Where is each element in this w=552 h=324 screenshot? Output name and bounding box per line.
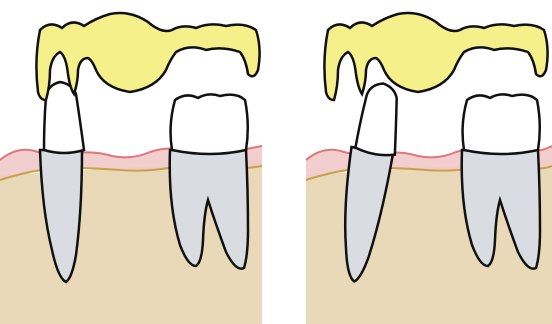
tooth-stump — [44, 82, 84, 153]
panel-gap — [262, 0, 306, 324]
dental-bridge-icon — [36, 13, 259, 100]
molar-stump — [463, 94, 540, 154]
bridge-frame — [324, 13, 547, 100]
bridge-frame — [36, 13, 259, 100]
panel-right — [306, 13, 552, 324]
panel-left — [0, 13, 262, 324]
dental-bridge-icon — [324, 13, 547, 100]
molar-stump — [171, 94, 248, 154]
